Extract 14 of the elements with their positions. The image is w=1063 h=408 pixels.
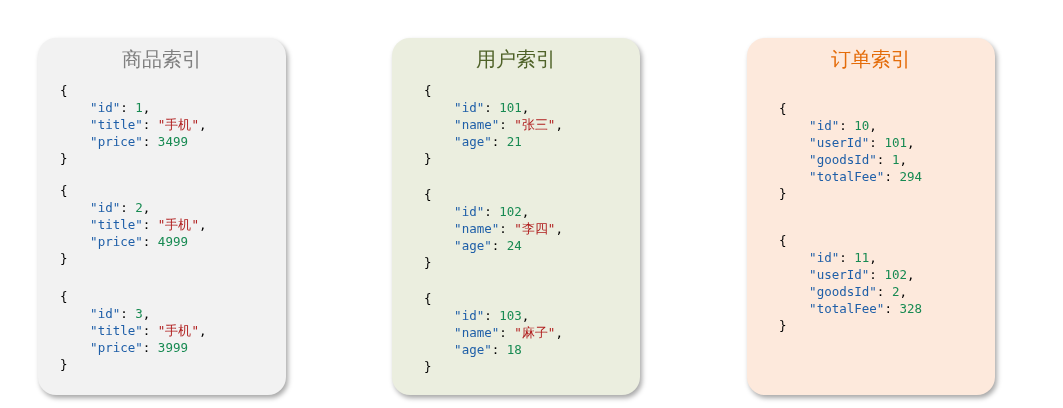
card-title: 商品索引	[121, 46, 203, 73]
json-document: { "id": 10, "userId": 101, "goodsId": 1, "totalFee": 294 }	[779, 100, 922, 202]
json-document: { "id": 2, "title": "手机", "price": 4999 }	[60, 182, 207, 267]
json-document: { "id": 102, "name": "李四", "age": 24 }	[424, 186, 563, 271]
json-document: { "id": 1, "title": "手机", "price": 3499 }	[60, 82, 207, 167]
card-title: 用户索引	[475, 46, 557, 73]
json-document: { "id": 101, "name": "张三", "age": 21 }	[424, 82, 563, 167]
json-document: { "id": 103, "name": "麻子", "age": 18 }	[424, 290, 563, 375]
index-card	[38, 38, 286, 395]
json-document: { "id": 11, "userId": 102, "goodsId": 2, "totalFee": 328 }	[779, 232, 922, 334]
index-card	[747, 38, 995, 395]
card-title: 订单索引	[830, 46, 912, 73]
json-document: { "id": 3, "title": "手机", "price": 3999 }	[60, 288, 207, 373]
index-card	[392, 38, 640, 395]
